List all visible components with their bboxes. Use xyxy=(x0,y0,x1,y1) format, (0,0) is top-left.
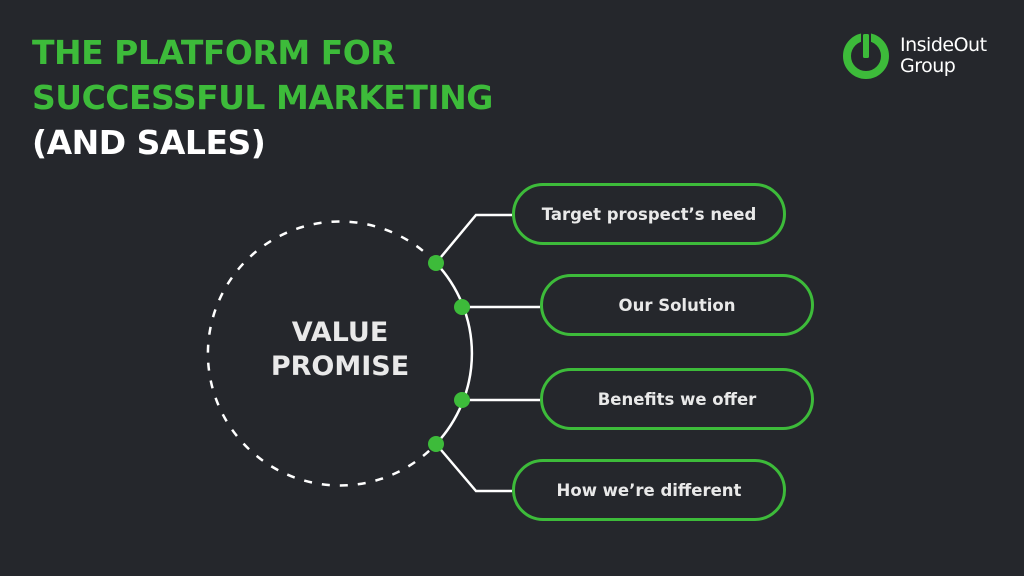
title-line-3: (AND SALES) xyxy=(32,123,266,162)
page-title: THE PLATFORM FOR SUCCESSFUL MARKETING (A… xyxy=(32,30,493,165)
logo-text-line-1: InsideOut xyxy=(900,34,987,56)
title-line-2: SUCCESSFUL MARKETING xyxy=(32,78,493,117)
node-dot-3 xyxy=(454,392,470,408)
connector-4 xyxy=(435,443,512,493)
center-label-line-2: PROMISE xyxy=(270,351,410,382)
connector-1 xyxy=(435,213,512,264)
value-promise-label: VALUE PROMISE xyxy=(240,316,440,384)
power-icon xyxy=(843,32,889,79)
node-dot-4 xyxy=(428,436,444,452)
title-line-1: THE PLATFORM FOR xyxy=(32,33,396,72)
center-label-line-1: VALUE xyxy=(291,317,389,348)
logo-text-line-2: Group xyxy=(900,55,956,77)
node-dot-2 xyxy=(454,299,470,315)
pill-how-were-different: How we’re different xyxy=(512,459,786,521)
pill-target-prospects-need: Target prospect’s need xyxy=(512,183,786,245)
pill-benefits-we-offer: Benefits we offer xyxy=(540,368,814,430)
solid-arc xyxy=(435,262,474,445)
node-dot-1 xyxy=(428,255,444,271)
insideout-group-logo: InsideOut Group xyxy=(840,30,987,82)
pill-our-solution: Our Solution xyxy=(540,274,814,336)
logo-wordmark: InsideOut Group xyxy=(900,35,987,77)
